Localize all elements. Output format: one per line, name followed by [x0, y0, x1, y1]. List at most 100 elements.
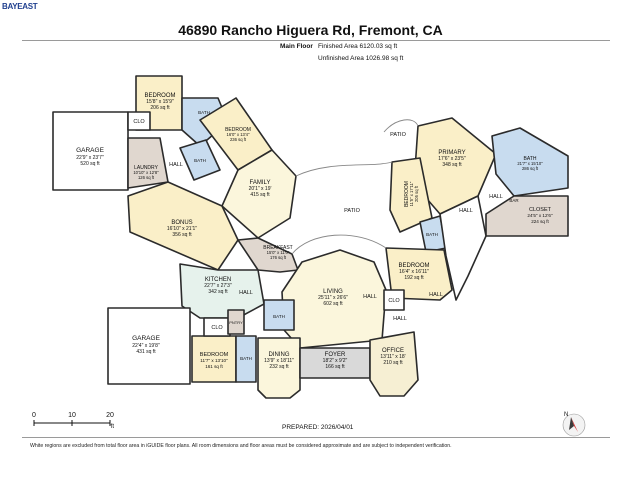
room-area: 210 sq ft	[383, 360, 403, 366]
room-dims: 22'4" x 19'8"	[132, 343, 160, 349]
room-garage-1	[52, 111, 129, 191]
room-name: OFFICE	[382, 348, 404, 354]
label-hall-east-2: HALL	[489, 194, 503, 200]
room-closet-e	[383, 289, 405, 311]
room-dims: 18'2" x 9'2"	[323, 358, 348, 364]
room-dims: 15'8" x 15'9"	[146, 99, 174, 105]
room-area: 232 sq ft	[269, 364, 289, 370]
room-area: 206 sq ft	[150, 105, 170, 111]
label-clo-nw: CLO	[133, 119, 145, 125]
room-name: GARAGE	[132, 335, 160, 342]
room-name: LIVING	[323, 289, 343, 295]
room-dims: 21'7" x 15'10"	[517, 161, 543, 166]
room-dims: 13'9" x 18'11"	[264, 358, 294, 364]
label-patio-north: PATIO	[390, 132, 406, 138]
label-hall-west: HALL	[169, 162, 183, 168]
room-area: 176 sq ft	[270, 255, 287, 260]
room-dims: 22'7" x 27'3"	[204, 283, 232, 289]
unfinished-area: Unfinished Area 1026.98 sq ft	[318, 55, 404, 62]
room-dims: 20'1" x 19'	[249, 186, 272, 192]
room-name: GARAGE	[76, 147, 104, 154]
room-bath-primary	[491, 127, 569, 197]
room-area: 224 sq ft	[531, 219, 549, 224]
room-dining	[257, 337, 301, 399]
room-pantry	[227, 309, 245, 335]
label-bath-sw: BATH	[240, 356, 252, 361]
room-area: 192 sq ft	[404, 275, 424, 281]
label-bath-kitchen: BATH	[273, 314, 285, 319]
room-area: 415 sq ft	[250, 192, 270, 198]
label-bath-north: BATH	[198, 110, 210, 115]
room-laundry	[127, 137, 169, 189]
property-address: 46890 Rancho Higuera Rd, Fremont, CA	[178, 22, 443, 38]
prepared-date: PREPARED: 2026/04/01	[282, 424, 354, 431]
label-hall-living: HALL	[363, 294, 377, 300]
room-name: CLOSET	[529, 207, 552, 213]
room-bath-kitchen	[263, 299, 295, 331]
room-area: 166 sq ft	[325, 364, 345, 370]
room-name: BEDROOM	[144, 93, 175, 99]
room-name: KITCHEN	[205, 277, 231, 283]
room-name: BEDROOM	[398, 263, 429, 269]
room-dims: 22'9" x 23'7"	[76, 155, 104, 161]
room-name: FOYER	[325, 352, 346, 358]
label-hall-kitchen: HALL	[239, 290, 253, 296]
room-dims: 11'7" x 13'10"	[200, 358, 228, 363]
room-area: 348 sq ft	[442, 162, 462, 168]
room-dims: 16'4" x 16'11"	[399, 269, 429, 275]
finished-area: Finished Area 6120.03 sq ft	[318, 43, 398, 50]
room-area: 431 sq ft	[136, 349, 156, 355]
room-closet-sw	[203, 317, 231, 337]
room-area: 286 sq ft	[522, 166, 539, 171]
room-area: 602 sq ft	[323, 301, 343, 307]
room-name: DINING	[269, 352, 290, 358]
room-dims: 11'5" x 17'11"	[409, 181, 414, 206]
room-area: 126 sq ft	[138, 175, 155, 180]
room-area: 236 sq ft	[230, 137, 247, 142]
scale-tick-0: 0	[32, 412, 36, 419]
room-dims: 24'5" x 12'6"	[527, 213, 553, 218]
label-hall-east-1: HALL	[459, 208, 473, 214]
room-dims: 17'6" x 23'5"	[438, 156, 466, 162]
scale-unit: ft	[111, 424, 115, 430]
room-dims: 16'0" x 13'4"	[227, 132, 250, 137]
room-garage-2	[107, 307, 191, 385]
floor-label: Main Floor	[280, 43, 313, 50]
room-dims: 25'11" x 26'6"	[318, 295, 348, 301]
compass-letter: N	[564, 412, 568, 418]
brand-logo: BAYEAST	[2, 2, 38, 11]
label-patio-center: PATIO	[344, 208, 360, 214]
room-dims: 16'10" x 21'1"	[167, 226, 197, 232]
room-name: BEDROOM	[225, 127, 251, 133]
room-bath-sw	[235, 335, 257, 383]
room-area: 161 sq ft	[205, 364, 223, 369]
footer-divider	[22, 437, 610, 438]
room-name: FAMILY	[250, 180, 271, 186]
label-hall-east-3: HALL	[429, 292, 443, 298]
disclaimer-text: White regions are excluded from total fl…	[30, 443, 452, 449]
room-name: BEDROOM	[404, 181, 410, 207]
room-name: BREAKFAST	[263, 245, 292, 251]
room-bath-diag	[179, 139, 221, 181]
patio-outline	[295, 161, 393, 177]
room-closet-nw	[127, 111, 151, 131]
label-pntry: PNTRY	[229, 320, 243, 325]
room-hall-east	[439, 195, 487, 301]
scale-tick-20: 20	[106, 412, 114, 419]
